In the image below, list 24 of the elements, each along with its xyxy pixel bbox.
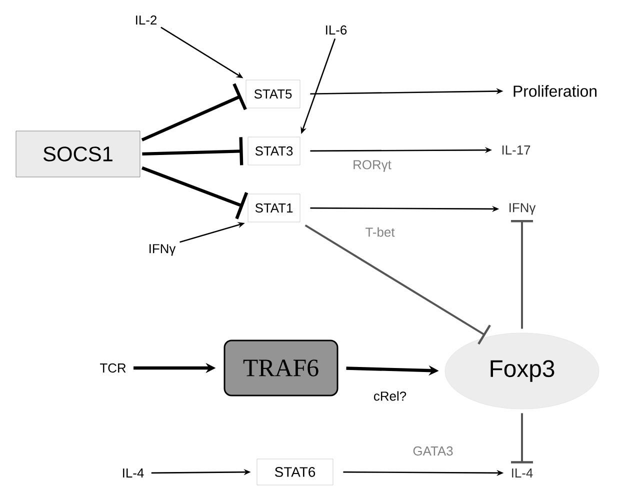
process-box: STAT6 [256, 458, 334, 486]
label-text: IL-2 [136, 15, 156, 25]
process-box: STAT3 [248, 136, 300, 166]
label-text: IL-4 [512, 468, 533, 478]
label-text: TCR [100, 363, 126, 373]
inhibition-line [142, 137, 244, 166]
label-text: IFNγ [150, 244, 176, 256]
label-text: IL-4 [123, 468, 144, 478]
ellipse-node: Foxp3 [444, 332, 600, 410]
label-text: IL-6 [326, 25, 347, 35]
label-text: IL-17 [502, 146, 530, 154]
process-box: SOCS1 [16, 130, 140, 178]
process-box: STAT1 [248, 194, 300, 222]
inhibition-line [141, 83, 247, 142]
rounded-box: TRAF6 [224, 340, 338, 396]
inhibition-line [511, 413, 533, 464]
process-box: STAT5 [246, 80, 300, 108]
edge-label: T-bet [364, 226, 396, 238]
edge-label: RORγt [352, 159, 392, 173]
edge-label: cRel? [372, 390, 408, 402]
edge-label: GATA3 [412, 445, 454, 457]
inhibition-line [511, 220, 533, 329]
label-text: IFNγ [510, 203, 536, 215]
label-text: Proliferation [514, 85, 596, 97]
